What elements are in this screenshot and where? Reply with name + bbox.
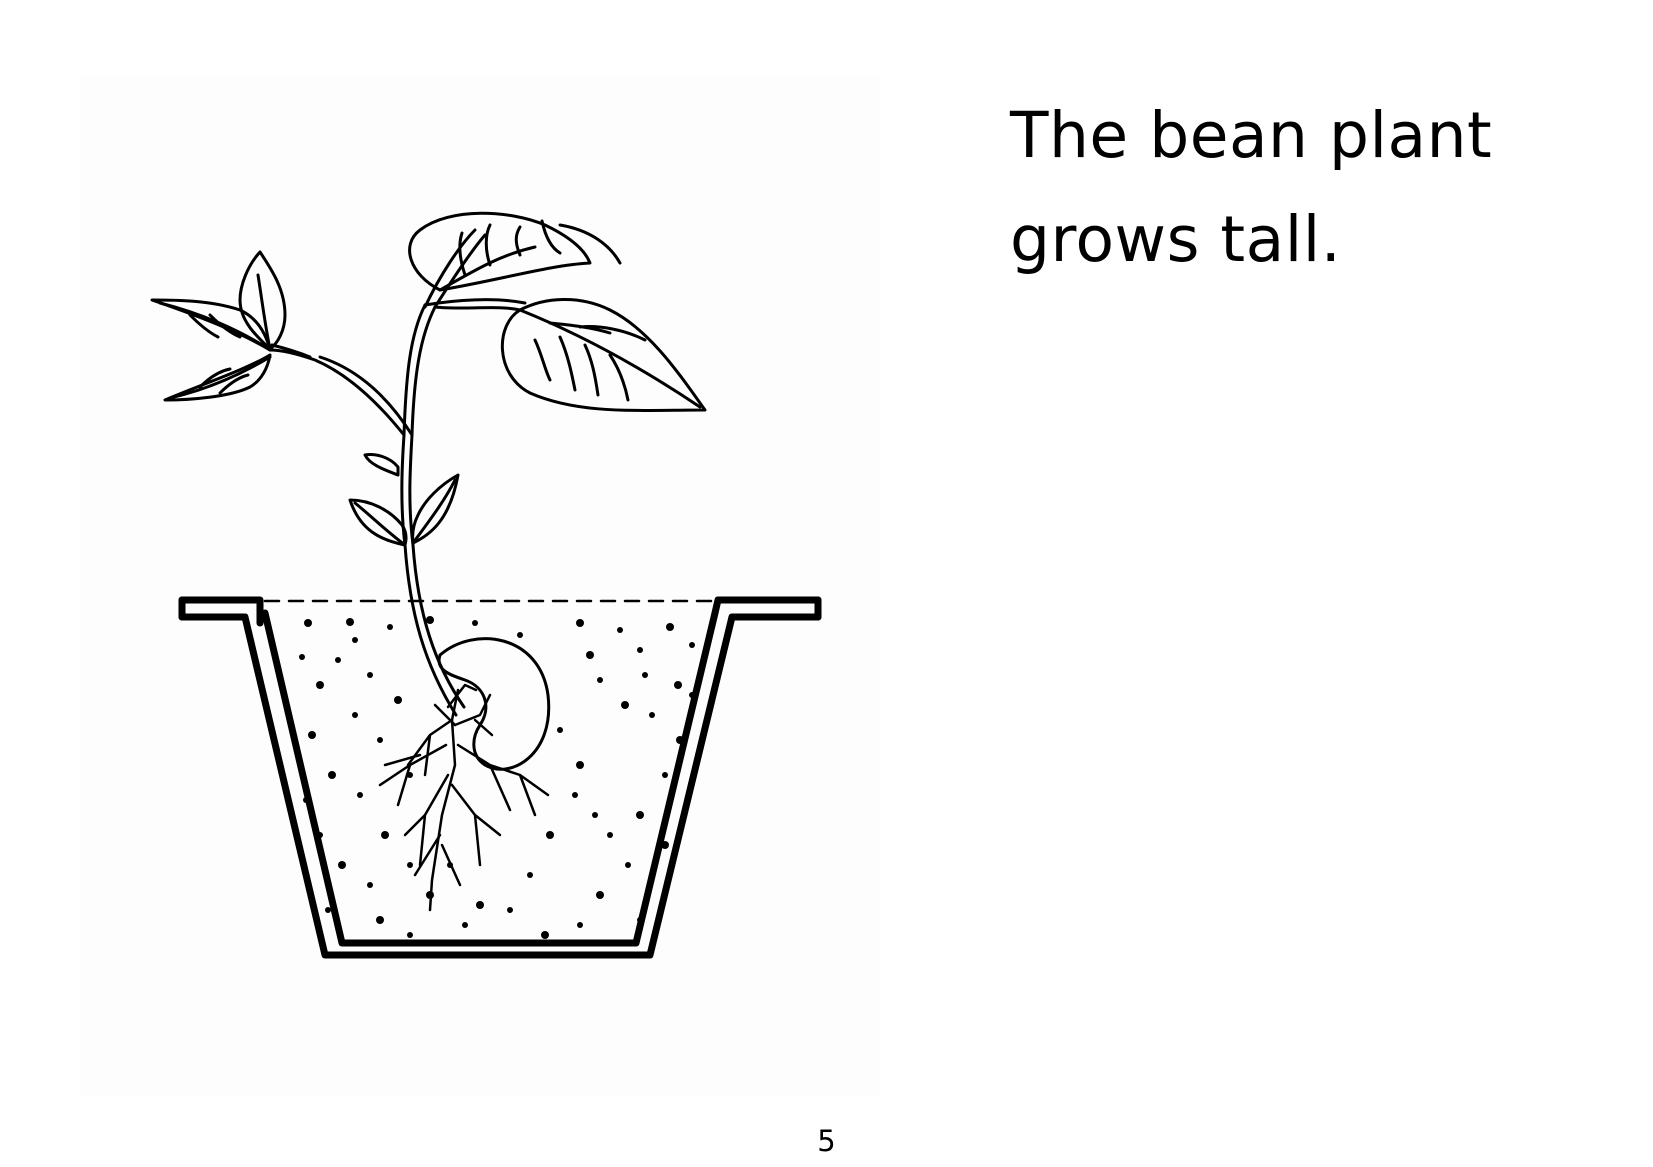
page-number: 5 xyxy=(817,1124,836,1158)
pot xyxy=(178,596,822,959)
leaf-right xyxy=(500,298,707,412)
leaf-top xyxy=(408,211,622,292)
leaf-lower-cluster xyxy=(348,453,460,547)
story-line-2: grows tall. xyxy=(1010,203,1342,276)
story-text: The bean plant grows tall. xyxy=(1010,84,1610,292)
bean-plant-drawing xyxy=(150,211,822,959)
story-line-1: The bean plant xyxy=(1010,99,1493,172)
roots xyxy=(378,683,550,912)
bean-plant-illustration xyxy=(80,75,880,1095)
bean-seed xyxy=(437,637,551,771)
leaf-left-cluster xyxy=(150,250,287,402)
stem xyxy=(268,228,527,717)
soil-specks xyxy=(299,616,695,939)
